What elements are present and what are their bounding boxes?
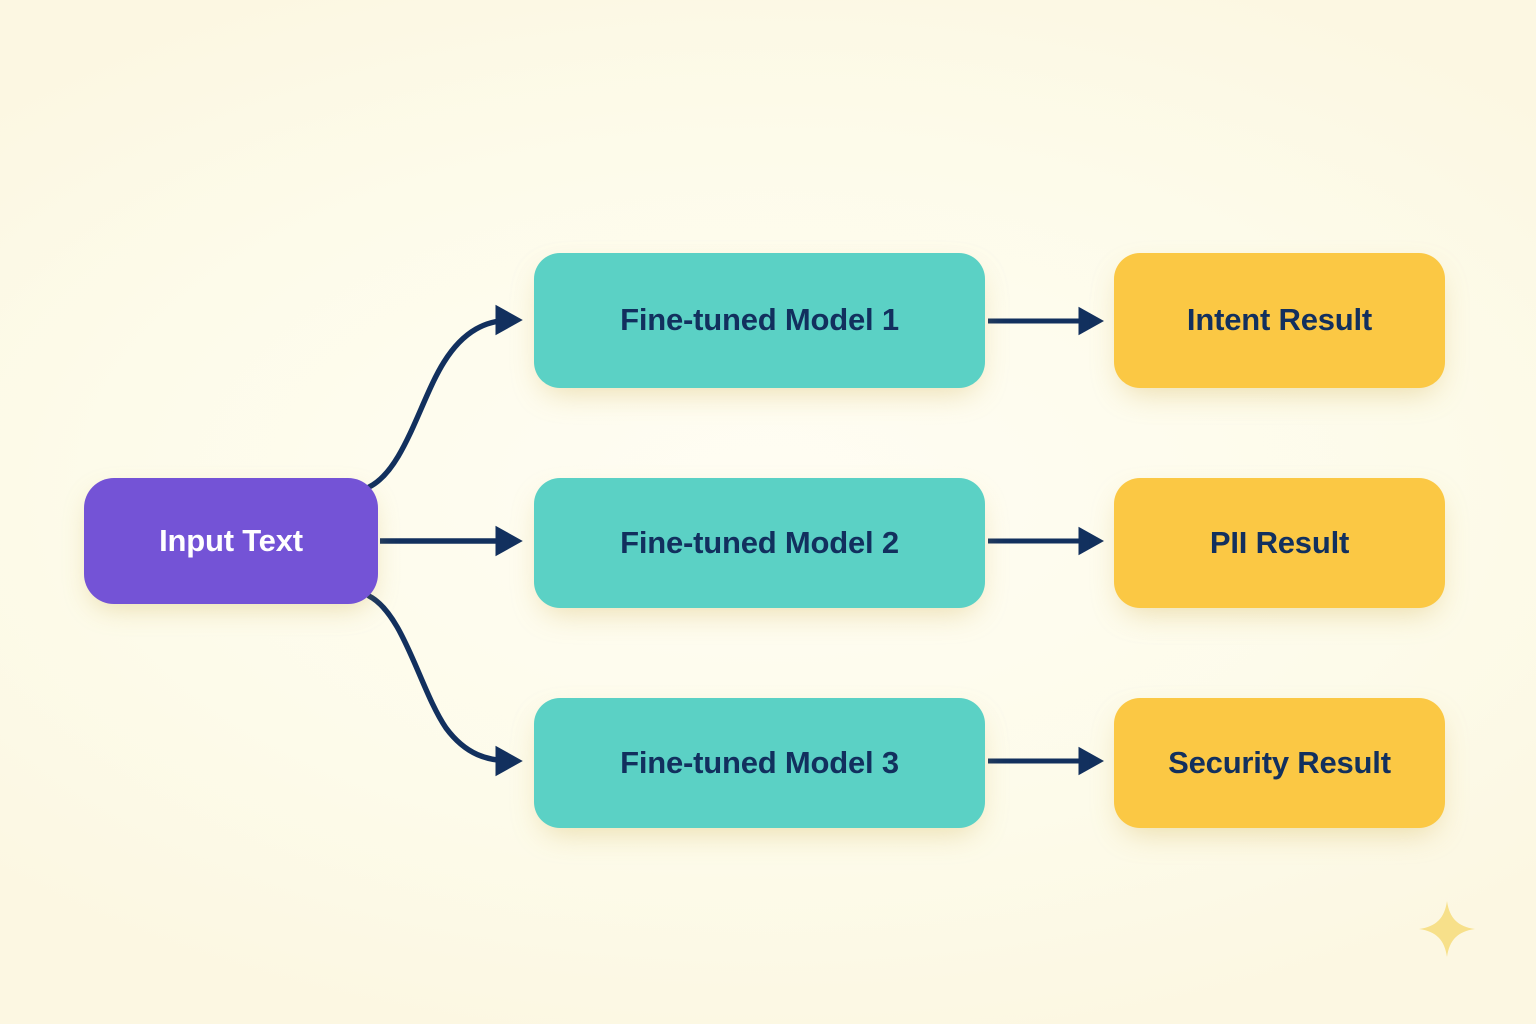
- node-fine-tuned-model-1-label: Fine-tuned Model 1: [620, 302, 899, 338]
- sparkle-icon: [1419, 901, 1475, 957]
- node-fine-tuned-model-3-label: Fine-tuned Model 3: [620, 744, 899, 780]
- node-input-text[interactable]: Input Text: [84, 478, 378, 604]
- node-fine-tuned-model-3[interactable]: Fine-tuned Model 3: [534, 698, 985, 828]
- node-fine-tuned-model-2[interactable]: Fine-tuned Model 2: [534, 478, 985, 608]
- node-security-result[interactable]: Security Result: [1114, 698, 1445, 828]
- node-input-text-label: Input Text: [159, 522, 303, 558]
- node-fine-tuned-model-2-label: Fine-tuned Model 2: [620, 524, 899, 560]
- node-security-result-label: Security Result: [1168, 744, 1391, 780]
- node-pii-result[interactable]: PII Result: [1114, 478, 1445, 608]
- node-intent-result[interactable]: Intent Result: [1114, 253, 1445, 388]
- node-fine-tuned-model-1[interactable]: Fine-tuned Model 1: [534, 253, 985, 388]
- edge-input-to-model-3: [366, 593, 523, 777]
- node-pii-result-label: PII Result: [1209, 524, 1350, 560]
- edge-input-to-model-1: [366, 304, 523, 490]
- node-intent-result-label: Intent Result: [1186, 302, 1373, 338]
